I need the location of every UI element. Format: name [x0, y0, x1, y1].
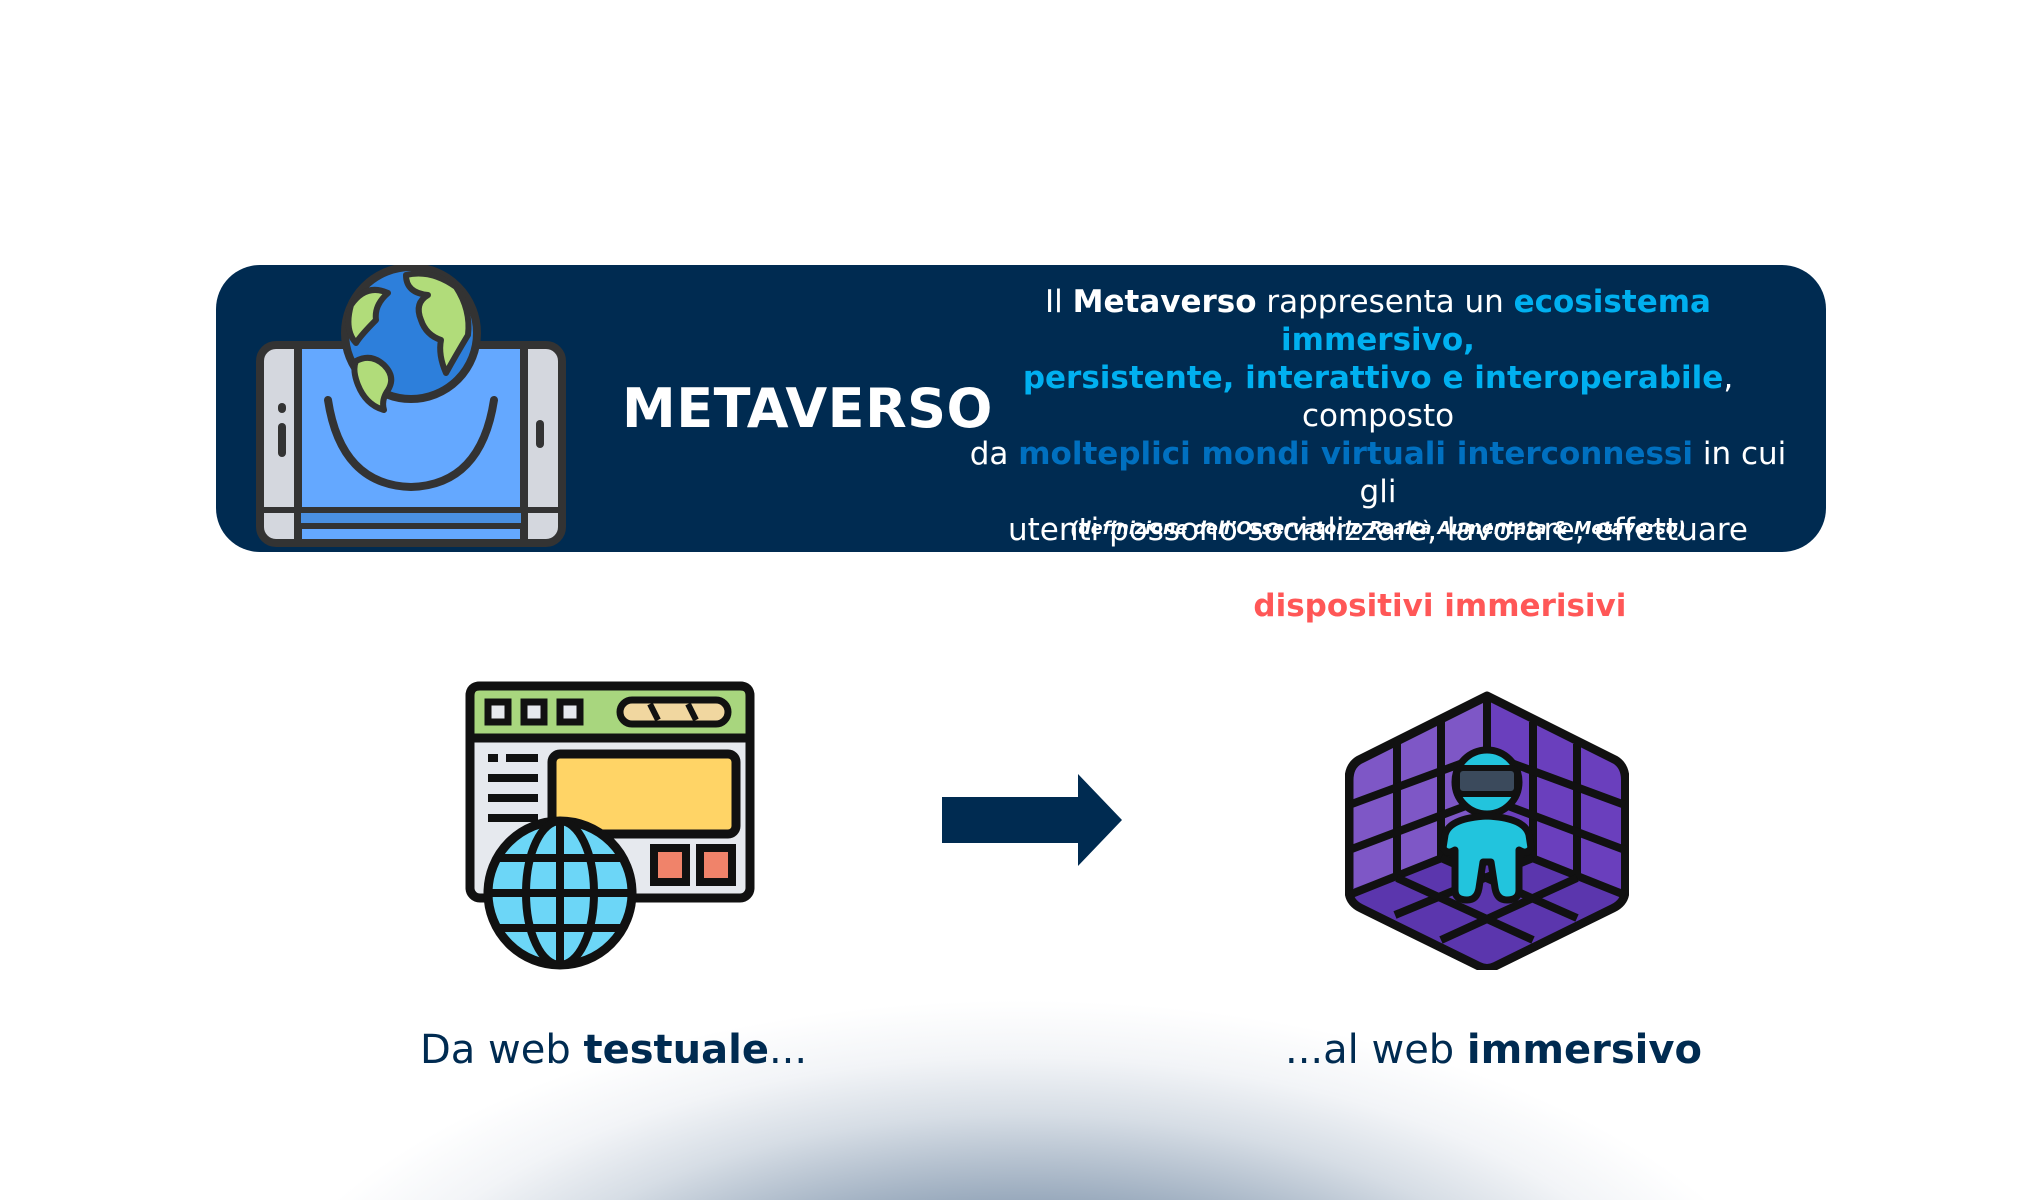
metaverso-definition-banner: METAVERSO Il Metaverso rappresenta un ec… — [216, 265, 1826, 624]
definition-line-4: utenti possono socializzare, lavorare, e… — [958, 511, 1798, 549]
definition-line-1: Il Metaverso rappresenta un ecosistema i… — [958, 283, 1798, 359]
caption-suffix: ... — [768, 1027, 808, 1073]
glow-fill — [222, 990, 1822, 1200]
caption-bold: immersivo — [1466, 1027, 1702, 1073]
highlight-metaverso: Metaverso — [1072, 284, 1257, 320]
definition-citation: (definizione dell’Osservatorio Realtà Au… — [1070, 519, 1686, 539]
highlight-cyan: ecosistema immersivo, — [1281, 284, 1711, 358]
phone-globe-icon — [256, 265, 566, 547]
banner-title: METAVERSO — [622, 377, 993, 440]
vr-immersive-room-icon — [1345, 691, 1629, 970]
caption-web-testuale: Da web testuale... — [420, 1027, 807, 1073]
web-browser-globe-icon — [465, 681, 755, 970]
text-segment: utenti possono socializzare, lavorare, e… — [1007, 512, 1748, 548]
arrow-right-icon — [942, 774, 1122, 866]
definition-line-3: da molteplici mondi virtuali interconnes… — [958, 435, 1798, 511]
text-segment: in cui gli — [1359, 436, 1787, 510]
highlight-cyan: persistente, interattivo e interoperabil… — [1022, 360, 1724, 396]
text-segment: tramite — [1129, 588, 1254, 624]
definition-line-2: persistente, interattivo e interoperabil… — [958, 359, 1798, 435]
text-segment: da — [969, 436, 1019, 472]
highlight-blue: molteplici mondi virtuali interconnessi — [1018, 436, 1693, 472]
text-segment: , composto — [1301, 360, 1734, 434]
text-segment: rappresenta un — [1256, 284, 1514, 320]
text-segment: transazioni, giocare e creare asset, acc… — [964, 550, 1792, 586]
text-segment: Il — [1045, 284, 1073, 320]
bottom-gradient-glow — [222, 990, 1822, 1200]
metaverso-definition-text: Il Metaverso rappresenta un ecosistema i… — [958, 283, 1798, 625]
caption-prefix: ...al web — [1285, 1027, 1467, 1073]
caption-bold: testuale — [583, 1027, 769, 1073]
highlight-red: dispositivi immerisivi — [1253, 588, 1627, 624]
caption-prefix: Da web — [420, 1027, 584, 1073]
definition-line-6: tramite dispositivi immerisivi — [958, 587, 1798, 625]
caption-web-immersivo: ...al web immersivo — [1285, 1027, 1702, 1073]
definition-line-5: transazioni, giocare e creare asset, acc… — [958, 549, 1798, 587]
